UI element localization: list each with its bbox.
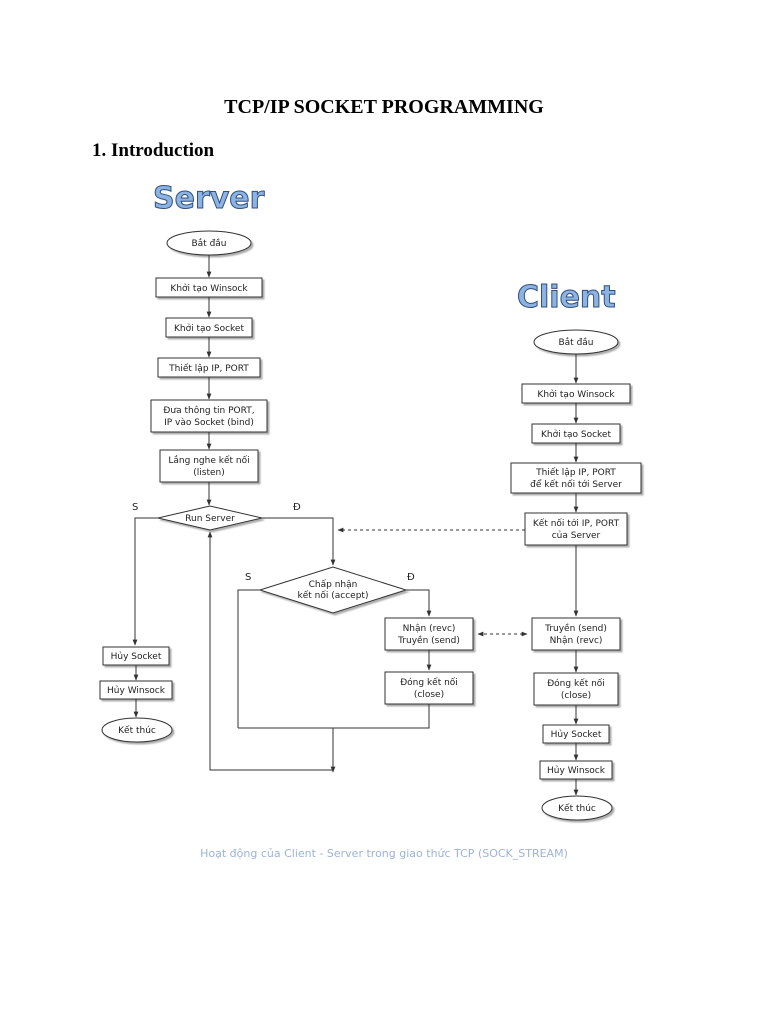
- server-accept-yes-label: Đ: [407, 572, 415, 583]
- client-send-label-1: Truyền (send): [544, 623, 607, 634]
- client-init-socket-box: Khởi tạo Socket: [531, 423, 621, 444]
- server-run-no-label: S: [132, 502, 138, 513]
- client-init-winsock-label: Khởi tạo Winsock: [537, 389, 615, 400]
- server-run-decision: Run Server: [157, 505, 263, 531]
- client-close-label-1: Đóng kết nối: [547, 678, 605, 689]
- server-start-node: Bắt đầu: [166, 230, 252, 256]
- server-init-winsock-box: Khởi tạo Winsock: [155, 277, 263, 298]
- server-accept-no-label: S: [245, 572, 251, 583]
- server-heading: Server: [153, 181, 265, 216]
- figure-caption: Hoạt động của Client - Server trong giao…: [200, 847, 568, 860]
- server-recv-label-1: Nhận (revc): [403, 624, 456, 634]
- server-set-ip-port-label: Thiết lập IP, PORT: [168, 363, 249, 374]
- server-destroy-winsock-box: Hủy Winsock: [99, 680, 173, 700]
- client-close-label-2: (close): [561, 691, 591, 701]
- client-send-recv-box: Truyền (send) Nhận (revc): [531, 617, 621, 651]
- server-destroy-socket-box: Hủy Socket: [102, 646, 170, 666]
- client-destroy-winsock-box: Hủy Winsock: [539, 760, 613, 780]
- server-destroy-socket-label: Hủy Socket: [111, 651, 162, 662]
- client-destroy-socket-label: Hủy Socket: [551, 729, 602, 740]
- server-accept-label-1: Chấp nhận: [309, 579, 358, 590]
- server-listen-box: Lắng nghe kết nối (listen): [159, 449, 259, 483]
- document-title: TCP/IP SOCKET PROGRAMMING: [224, 96, 544, 118]
- server-end-node: Kết thúc: [101, 717, 173, 743]
- server-init-socket-label: Khởi tạo Socket: [174, 323, 244, 334]
- server-close-box: Đóng kết nối (close): [384, 671, 474, 705]
- server-recv-send-box: Nhận (revc) Truyền (send): [384, 617, 474, 651]
- client-start-label: Bắt đầu: [558, 337, 593, 348]
- client-init-socket-label: Khởi tạo Socket: [541, 429, 611, 440]
- server-recv-label-2: Truyền (send): [397, 635, 460, 646]
- server-close-label-1: Đóng kết nối: [400, 677, 458, 688]
- server-run-yes-label: Đ: [293, 502, 301, 513]
- server-listen-label-2: (listen): [193, 468, 224, 478]
- client-end-node: Kết thúc: [541, 795, 613, 821]
- server-close-label-2: (close): [414, 690, 444, 700]
- client-init-winsock-box: Khởi tạo Winsock: [521, 383, 631, 404]
- client-connect-label-1: Kết nối tới IP, PORT: [533, 518, 620, 529]
- server-start-label: Bắt đầu: [191, 238, 226, 249]
- server-accept-label-2: kết nối (accept): [298, 590, 369, 601]
- server-end-label: Kết thúc: [118, 725, 156, 736]
- client-connect-label-2: của Server: [552, 530, 601, 541]
- server-destroy-winsock-label: Hủy Winsock: [107, 685, 166, 696]
- section-heading: 1. Introduction: [92, 140, 215, 161]
- client-set-ip-port-box: Thiết lập IP, PORT để kết nối tới Server: [510, 462, 642, 494]
- client-set-label-1: Thiết lập IP, PORT: [535, 467, 616, 478]
- client-set-label-2: để kết nối tới Server: [530, 479, 622, 490]
- server-bind-label-2: IP vào Socket (bind): [164, 418, 254, 428]
- client-close-box: Đóng kết nối (close): [533, 672, 619, 706]
- server-listen-label-1: Lắng nghe kết nối: [168, 455, 249, 466]
- server-bind-label-1: Đưa thông tin PORT,: [163, 405, 254, 416]
- client-destroy-socket-box: Hủy Socket: [542, 724, 610, 744]
- server-run-label: Run Server: [185, 514, 235, 524]
- server-accept-decision: Chấp nhận kết nối (accept): [258, 566, 408, 614]
- client-start-node: Bắt đầu: [533, 329, 619, 355]
- server-bind-box: Đưa thông tin PORT, IP vào Socket (bind): [150, 399, 268, 433]
- server-init-socket-box: Khởi tạo Socket: [165, 317, 253, 338]
- client-end-label: Kết thúc: [558, 803, 596, 814]
- client-send-label-2: Nhận (revc): [550, 636, 603, 646]
- server-set-ip-port-box: Thiết lập IP, PORT: [157, 357, 261, 378]
- client-heading: Client: [517, 280, 616, 315]
- client-connect-box: Kết nối tới IP, PORT của Server: [524, 512, 628, 546]
- client-destroy-winsock-label: Hủy Winsock: [547, 765, 606, 776]
- server-init-winsock-label: Khởi tạo Winsock: [170, 283, 248, 294]
